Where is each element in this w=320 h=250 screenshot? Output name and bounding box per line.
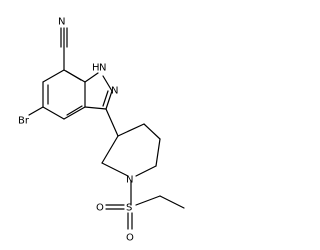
bond-pip-3 <box>155 138 161 167</box>
atom-indazole-n2: N <box>111 86 118 97</box>
atom-indazole-nh: H <box>92 63 100 74</box>
chemical-structure-diagram: N H N N Br N S O O <box>18 17 185 244</box>
atom-piperidine-n: N <box>126 175 133 186</box>
bond-ring-a-double-3 <box>65 70 82 81</box>
bond-pip-6 <box>101 135 119 164</box>
bond-pyrazole-double <box>102 90 109 107</box>
bond-pip-1 <box>117 123 145 137</box>
bond-ring-a-double-2 <box>66 105 83 116</box>
bond-ring-a3 <box>42 106 65 120</box>
atom-sulfur: S <box>126 203 132 214</box>
bond-pip-4 <box>135 165 157 177</box>
atom-labels: N H N N Br N S O O <box>18 17 134 244</box>
atom-oxygen-left: O <box>96 203 104 214</box>
bond-to-piperidine <box>105 108 119 137</box>
bond-pip-5 <box>101 162 129 177</box>
bond-s-ethyl-1 <box>135 195 161 206</box>
atom-nitrile-n: N <box>58 17 65 28</box>
atom-indazole-n1: N <box>99 63 106 74</box>
atom-bromine: Br <box>18 116 30 127</box>
bond-br <box>28 106 44 116</box>
bond-pip-2 <box>143 123 161 140</box>
bond-ring-a4 <box>63 106 86 120</box>
bond-s-ethyl-2 <box>159 195 185 209</box>
bond-ring-a1 <box>42 69 65 83</box>
bond-pyrazole-1 <box>84 72 99 83</box>
bond-pyrazole-4 <box>84 106 107 110</box>
bond-pyrazole-2 <box>102 75 113 92</box>
bond-pyrazole-3 <box>105 90 113 110</box>
bonds <box>28 27 185 230</box>
atom-oxygen-bottom: O <box>126 233 134 244</box>
